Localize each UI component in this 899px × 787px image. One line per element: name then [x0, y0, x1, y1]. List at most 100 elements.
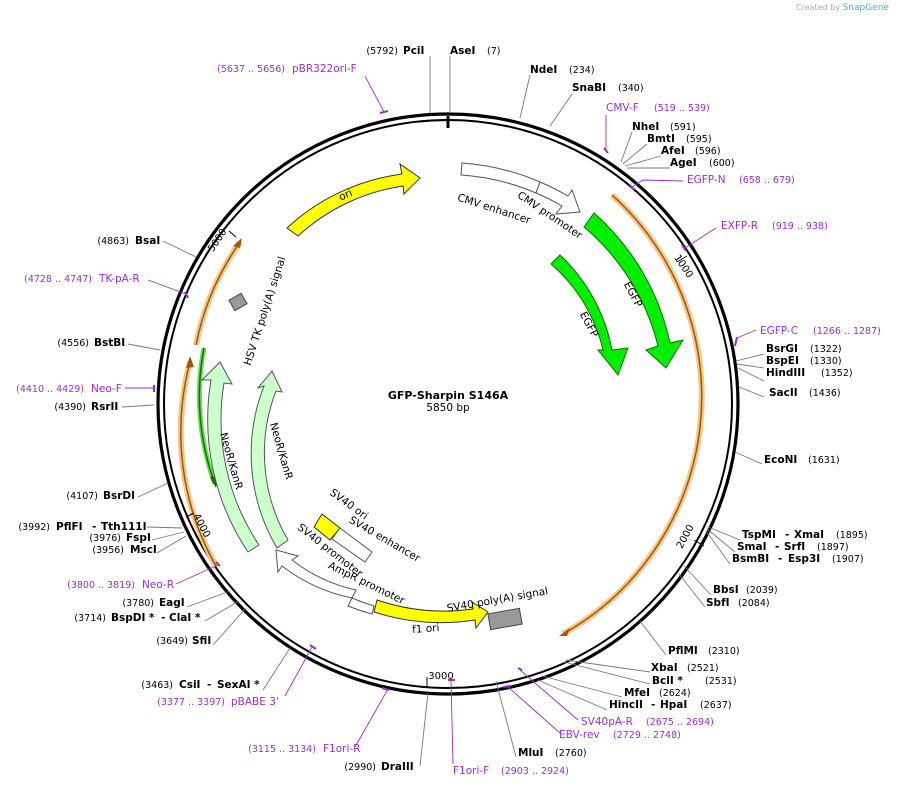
enzyme-agei: AgeI(600) — [670, 157, 735, 169]
primer-neo-f: (4410 .. 4429)Neo-F — [16, 383, 122, 395]
enzyme-sfii: (3649) SfiI — [156, 635, 211, 647]
feature-sv40-enhancer — [331, 527, 373, 563]
feature-label-f1-ori: f1 ori — [412, 622, 440, 636]
backbone — [156, 112, 740, 696]
feature-ori — [286, 162, 421, 237]
svg-text:PflFI: PflFI — [56, 521, 83, 533]
enzyme-afei: AfeI(596) — [661, 145, 721, 157]
svg-text:(2310): (2310) — [708, 646, 740, 657]
svg-text:BclI *: BclI * — [652, 675, 683, 687]
svg-text:EcoNI: EcoNI — [764, 454, 797, 466]
svg-text:EagI: EagI — [159, 597, 185, 609]
svg-text:(2624): (2624) — [659, 688, 691, 699]
svg-text:SmaI: SmaI — [737, 541, 767, 553]
tick-4000: 4000 — [190, 512, 212, 540]
enzyme-asei: AseI(7) — [450, 45, 500, 57]
svg-text:CsiI: CsiI — [179, 679, 200, 691]
svg-text:AgeI: AgeI — [670, 157, 697, 169]
enzyme-bsrgi: BsrGI(1322) — [766, 343, 842, 355]
svg-text:(3649): (3649) — [156, 636, 188, 647]
primer-marks — [153, 110, 738, 691]
svg-text:SacII: SacII — [769, 387, 798, 399]
feature-label-ampr-promoter: AmpR promoter — [326, 560, 407, 608]
feature-neor-inner — [250, 370, 289, 549]
svg-text:TspMI: TspMI — [742, 529, 776, 541]
svg-text:-: - — [651, 699, 655, 711]
enzyme-csii-sexai: (3463)CsiI-SexAI * — [141, 679, 260, 691]
svg-text:(340): (340) — [618, 83, 644, 94]
primer-sv40pa-r: SV40pA-R(2675 .. 2694) — [581, 716, 714, 728]
enzyme-bsrdi: (4107)BsrDI — [66, 490, 135, 502]
enzyme-labels[interactable]: (5792)PciI AseI(7) NdeI(234) SnaBI(340) … — [18, 45, 867, 773]
svg-text:AseI: AseI — [450, 45, 475, 57]
enzyme-bstbi: (4556) BstBI — [57, 337, 125, 349]
svg-text:(1330): (1330) — [810, 356, 842, 367]
feature-hsv-tk-polya — [228, 292, 248, 312]
enzyme-pflmi: PflMI(2310) — [668, 645, 740, 657]
svg-text:(4556): (4556) — [57, 338, 89, 349]
enzyme-hincii-hpai: HincII-HpaI(2637) — [609, 699, 732, 711]
primer-labels[interactable]: (5637 .. 5656)pBR322ori-F CMV-F(519 .. 5… — [16, 63, 881, 777]
brand-prefix: Created by — [796, 3, 841, 12]
enzyme-msci: (3956)MscI — [92, 544, 156, 556]
primer-egfp-c: EGFP-C (1266 .. 1287) — [760, 325, 881, 337]
svg-text:(3780): (3780) — [122, 598, 154, 609]
svg-text:(3463): (3463) — [141, 680, 173, 691]
primer-exfp-r: EXFP-R (919 .. 938) — [721, 220, 828, 232]
feature-cmv-enhancer — [460, 162, 541, 194]
svg-text:XmaI: XmaI — [794, 529, 824, 541]
svg-text:-: - — [161, 612, 165, 624]
svg-text:(2675 .. 2694): (2675 .. 2694) — [646, 717, 714, 728]
svg-text:BstBI: BstBI — [94, 337, 125, 349]
svg-text:(3115 .. 3134): (3115 .. 3134) — [248, 744, 316, 755]
svg-text:NheI: NheI — [632, 121, 659, 133]
enzyme-eagi: (3780) EagI — [122, 597, 184, 609]
svg-text:(1895): (1895) — [836, 530, 868, 541]
primer-cmv-f: CMV-F(519 .. 539) — [606, 102, 710, 114]
svg-text:(1266 .. 1287): (1266 .. 1287) — [813, 326, 881, 337]
svg-text:BsmBI: BsmBI — [732, 553, 769, 565]
svg-text:(591): (591) — [670, 122, 696, 133]
svg-text:(2521): (2521) — [687, 663, 719, 674]
svg-text:MfeI: MfeI — [624, 687, 650, 699]
primer-egfp-n: EGFP-N(658 .. 679) — [687, 174, 795, 186]
svg-text:CMV-F: CMV-F — [606, 102, 639, 114]
enzyme-snabi: SnaBI(340) — [572, 82, 644, 94]
svg-text:(3800 .. 3819): (3800 .. 3819) — [67, 580, 135, 591]
enzyme-bspei: BspEI(1330) — [766, 355, 842, 367]
enzyme-smai-srfi: SmaI-SrfI(1897) — [737, 541, 849, 553]
enzyme-tspmi-xmai: TspMI-XmaI(1895) — [742, 529, 868, 541]
svg-text:FspI: FspI — [126, 532, 151, 544]
svg-text:(2729 .. 2748): (2729 .. 2748) — [613, 730, 681, 741]
svg-text:Neo-F: Neo-F — [91, 383, 122, 395]
enzyme-ndei: NdeI (234) — [530, 64, 595, 76]
svg-text:(3976): (3976) — [89, 533, 121, 544]
enzyme-bsai: (4863)BsaI — [97, 235, 160, 247]
svg-text:(919 .. 938): (919 .. 938) — [772, 221, 828, 232]
svg-text:(2039): (2039) — [746, 585, 778, 596]
feature-label-neor-inner: NeoR/KanR — [267, 421, 295, 481]
tick-3000: 3000 — [428, 671, 453, 682]
feature-egfp-outer — [583, 212, 685, 369]
svg-text:NdeI: NdeI — [530, 64, 557, 76]
svg-text:Esp3I: Esp3I — [788, 553, 820, 565]
svg-text:EGFP-C: EGFP-C — [760, 325, 798, 337]
feature-arrows[interactable] — [200, 162, 685, 631]
primer-pbr322ori-f: (5637 .. 5656)pBR322ori-F — [217, 63, 357, 75]
svg-text:(1897): (1897) — [817, 542, 849, 553]
svg-text:(1631): (1631) — [808, 455, 840, 466]
feature-sv40-ori — [313, 513, 341, 541]
svg-text:SfiI: SfiI — [192, 635, 211, 647]
enzyme-fspi: (3976) FspI — [89, 532, 150, 544]
svg-text:EBV-rev: EBV-rev — [559, 729, 600, 741]
enzyme-bspdi-clai: (3714)BspDI *-ClaI * — [74, 612, 201, 624]
svg-text:(2084): (2084) — [738, 598, 770, 609]
svg-text:(1907): (1907) — [832, 554, 864, 565]
svg-text:(234): (234) — [569, 65, 595, 76]
svg-text:EXFP-R: EXFP-R — [721, 220, 758, 232]
enzyme-rsrii: (4390)RsrII — [54, 401, 118, 413]
feature-egfp-inner — [550, 254, 629, 377]
plasmid-name: GFP-Sharpin S146A — [388, 389, 509, 402]
svg-text:PciI: PciI — [403, 45, 424, 57]
